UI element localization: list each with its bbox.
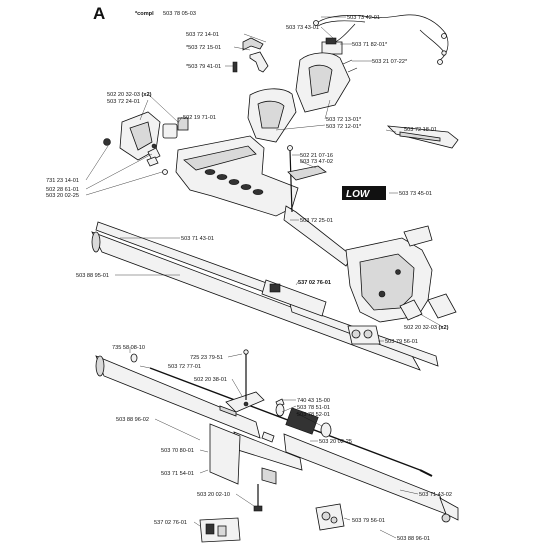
part-label-503-20-02-25-top: 503 20 02-25 xyxy=(46,193,79,199)
part-label-503-79-56-01-lower: 503 79 56-01 xyxy=(352,518,385,524)
spring-assembly xyxy=(261,403,332,443)
part-label-502-21-07-16: 502 21 07-16 xyxy=(300,153,333,159)
part-labels: 503 73 42-01 503 73 43-01 503 71 82-01* … xyxy=(46,15,452,542)
leader-lines xyxy=(85,16,444,539)
part-label-503-73-43-01: 503 73 43-01 xyxy=(286,25,319,31)
part-label-503-88-96-01: 503 88 96-01 xyxy=(397,536,430,542)
vent-holes xyxy=(204,169,264,195)
spacer-bar xyxy=(386,125,459,149)
part-label-503-88-95-01: 503 88 95-01 xyxy=(76,273,109,279)
part-label-503-72-12-01: 503 72 12-01* xyxy=(326,124,362,130)
part-label-502-20-32-03-top: 502 20 32-03 (x2) xyxy=(107,92,152,98)
part-label-503-20-02-25-lower: 503 20 02-25 xyxy=(319,439,352,445)
lower-tube-middle xyxy=(209,423,303,485)
part-label-503-73-45-01: 503 73 45-01 xyxy=(399,191,432,197)
bolt-vertical xyxy=(287,145,327,213)
lower-shaft-long xyxy=(283,433,459,523)
part-label-503-72-24-01: 503 72 24-01 xyxy=(107,99,140,105)
part-label-503-72-14-01: 503 72 14-01 xyxy=(186,32,219,38)
throttle-lever xyxy=(232,37,269,73)
decal-upper xyxy=(261,279,327,317)
lower-tube-left xyxy=(95,353,261,439)
shaft-tube-upper xyxy=(91,221,439,371)
switch xyxy=(321,37,343,55)
bolt-lower xyxy=(253,484,263,512)
part-label-503-78-51-01: 503 78 51-01 xyxy=(297,405,330,411)
part-label-503-71-82-01: 503 71 82-01* xyxy=(352,42,388,48)
wiring-harness xyxy=(313,14,449,65)
part-label-503-71-54-01: 503 71 54-01 xyxy=(161,471,194,477)
part-label-731-23-14-01: 731 23 14-01 xyxy=(46,178,79,184)
part-label-503-79-56-01-top: 503 79 56-01 xyxy=(385,339,418,345)
svg-text:LOW: LOW xyxy=(346,189,371,200)
part-label-503-70-80-01: 503 70 80-01 xyxy=(161,448,194,454)
part-label-503-72-77-01: 503 72 77-01 xyxy=(168,364,201,370)
decal-lower-right xyxy=(315,503,345,531)
part-label-502-28-61-01: 502 28 61-01 xyxy=(46,187,79,193)
illustration: LOW xyxy=(91,14,459,543)
upper-shaft-housing xyxy=(175,135,299,217)
kit-number: 503 78 05-03 xyxy=(163,11,196,17)
part-label-503-71-43-02: 503 71 43-02 xyxy=(419,492,452,498)
part-label-735-58-08-10: 735 58 08-10 xyxy=(112,345,145,351)
part-label-503-72-13-01: 503 72 13-01* xyxy=(326,117,362,123)
part-label-503-72-25-01: 503 72 25-01 xyxy=(300,218,333,224)
low-logo: LOW xyxy=(342,186,386,200)
part-label-503-73-42-01: 503 73 42-01 xyxy=(347,15,380,21)
part-label-503-71-43-01: 503 71 43-01 xyxy=(181,236,214,242)
part-label-537-02-76-01-top: 537 02 76-01 xyxy=(298,280,331,286)
part-label-503-79-41-01: *503 79 41-01 xyxy=(186,64,221,70)
part-label-502-19-71-01: 502 19 71-01 xyxy=(183,115,216,121)
kit-prefix: *compl xyxy=(135,11,154,17)
handle-bracket xyxy=(103,111,189,175)
part-label-740-43-15-00: 740 43 15-00 xyxy=(297,398,330,404)
part-label-503-73-47-02: 503 73 47-02 xyxy=(300,159,333,165)
decal-right xyxy=(347,325,381,345)
part-label-502-20-32-03-right: 502 20 32-03 (x2) xyxy=(404,325,449,331)
handle-housing xyxy=(247,52,351,143)
part-label-503-88-96-02: 503 88 96-02 xyxy=(116,417,149,423)
part-label-502-20-38-01: 502 20 38-01 xyxy=(194,377,227,383)
drive-rod xyxy=(149,367,433,477)
part-label-503-21-07-22: 503 21 07-22* xyxy=(372,59,408,65)
part-label-503-72-18-01: 503 72 18-01 xyxy=(404,127,437,133)
upper-shaft xyxy=(283,205,433,323)
part-label-503-20-02-10: 503 20 02-10 xyxy=(197,492,230,498)
part-label-725-23-79-51: 725 23 79-51 xyxy=(190,355,223,361)
part-label-503-78-52-01: 503 78 52-01 xyxy=(297,412,330,418)
part-label-503-72-15-01: *503 72 15-01 xyxy=(186,45,221,51)
part-label-537-02-76-01-lower: 537 02 76-01 xyxy=(154,520,187,526)
decal-lower-left xyxy=(199,517,241,543)
section-letter: A xyxy=(93,4,105,23)
end-caps-right xyxy=(399,293,457,321)
